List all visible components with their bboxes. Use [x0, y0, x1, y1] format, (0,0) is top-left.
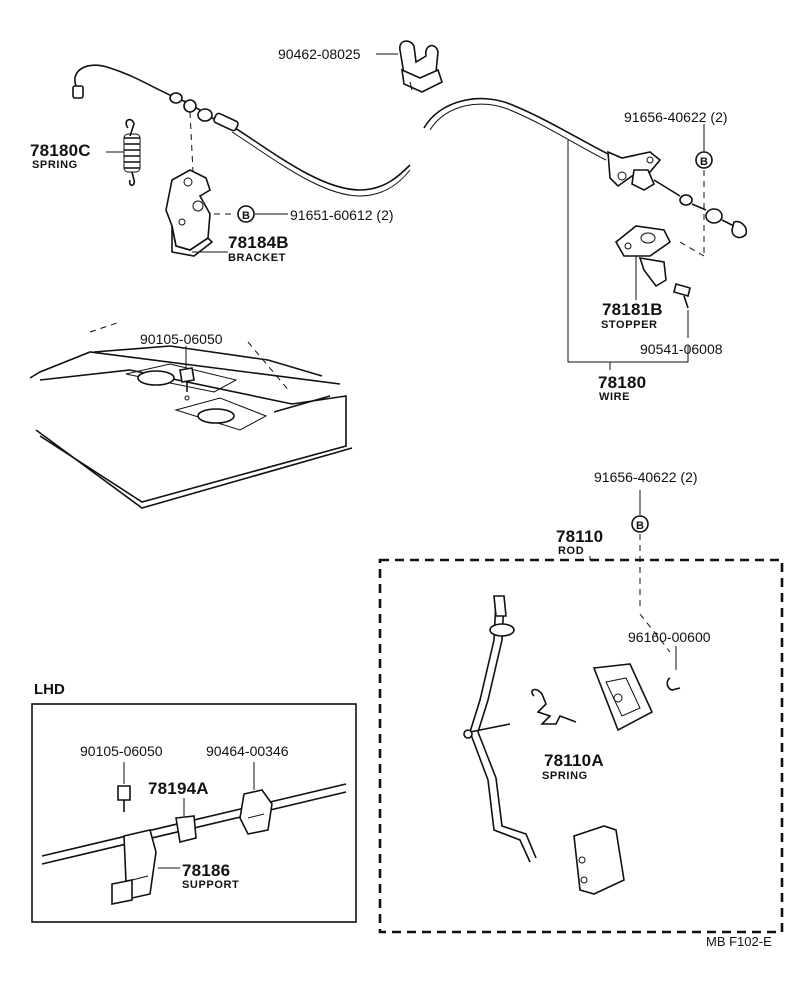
label-rod-desc: ROD	[558, 545, 584, 557]
screw-stopper	[673, 283, 691, 309]
marker-b3: B	[636, 520, 644, 532]
label-bolt-floor: 90105-06050	[140, 331, 223, 347]
marker-b1: B	[242, 210, 250, 222]
label-stopper-desc: STOPPER	[601, 319, 658, 331]
pedal-pad	[592, 663, 654, 732]
label-bracket: 78184B	[228, 233, 289, 252]
lhd-bolt	[117, 785, 131, 812]
lhd-support	[111, 829, 157, 905]
label-bolt-bracket: 91651-60612 (2)	[290, 207, 394, 223]
bolt-marker-b1: B	[237, 205, 255, 223]
label-spring-top: 78180C	[30, 141, 91, 160]
label-lhd-clamp-b: 78194A	[148, 779, 209, 798]
label-lhd-clamp: 90464-00346	[206, 743, 289, 759]
marker-b2: B	[700, 156, 708, 168]
bracket-part	[165, 169, 214, 257]
label-spring-rod-desc: SPRING	[542, 770, 588, 782]
spring-rod	[531, 688, 577, 725]
rod-part	[463, 595, 537, 863]
label-lhd-bolt: 90105-06050	[80, 743, 163, 759]
label-stopper: 78181B	[602, 300, 663, 319]
label-screw-stopper: 90541-06008	[640, 341, 723, 357]
clip-rod	[666, 677, 681, 691]
floor-panel	[29, 321, 353, 509]
label-rod: 78110	[556, 527, 603, 546]
lhd-box	[31, 703, 357, 923]
stopper-part	[614, 225, 672, 288]
bolt-marker-b2: B	[695, 151, 713, 169]
wire-cable-left	[72, 64, 411, 197]
label-clip-top: 90462-08025	[278, 46, 361, 62]
rod-group-box	[378, 558, 784, 934]
lhd-clamp	[239, 789, 273, 835]
clip-top	[399, 40, 443, 93]
label-section-lhd: LHD	[34, 681, 65, 698]
lhd-clamp-b	[175, 815, 197, 843]
label-bolt-rod: 91656-40622 (2)	[594, 469, 698, 485]
spring-top	[123, 118, 141, 187]
bolt-floor	[179, 367, 195, 401]
label-support: 78186	[182, 861, 230, 880]
label-wire: 78180	[598, 373, 646, 392]
pedal-cover	[573, 825, 625, 895]
label-spring-rod: 78110A	[544, 751, 604, 770]
label-clip-rod: 96160-00600	[628, 629, 711, 645]
wire-cable-right	[423, 97, 748, 239]
label-bracket-desc: BRACKET	[228, 252, 286, 264]
label-support-desc: SUPPORT	[182, 879, 239, 891]
label-bolt-top-right: 91656-40622 (2)	[624, 109, 728, 125]
footer-code: MB F102-E	[706, 934, 772, 949]
label-spring-top-desc: SPRING	[32, 159, 78, 171]
bolt-marker-b3: B	[631, 515, 649, 533]
label-wire-desc: WIRE	[599, 391, 630, 403]
